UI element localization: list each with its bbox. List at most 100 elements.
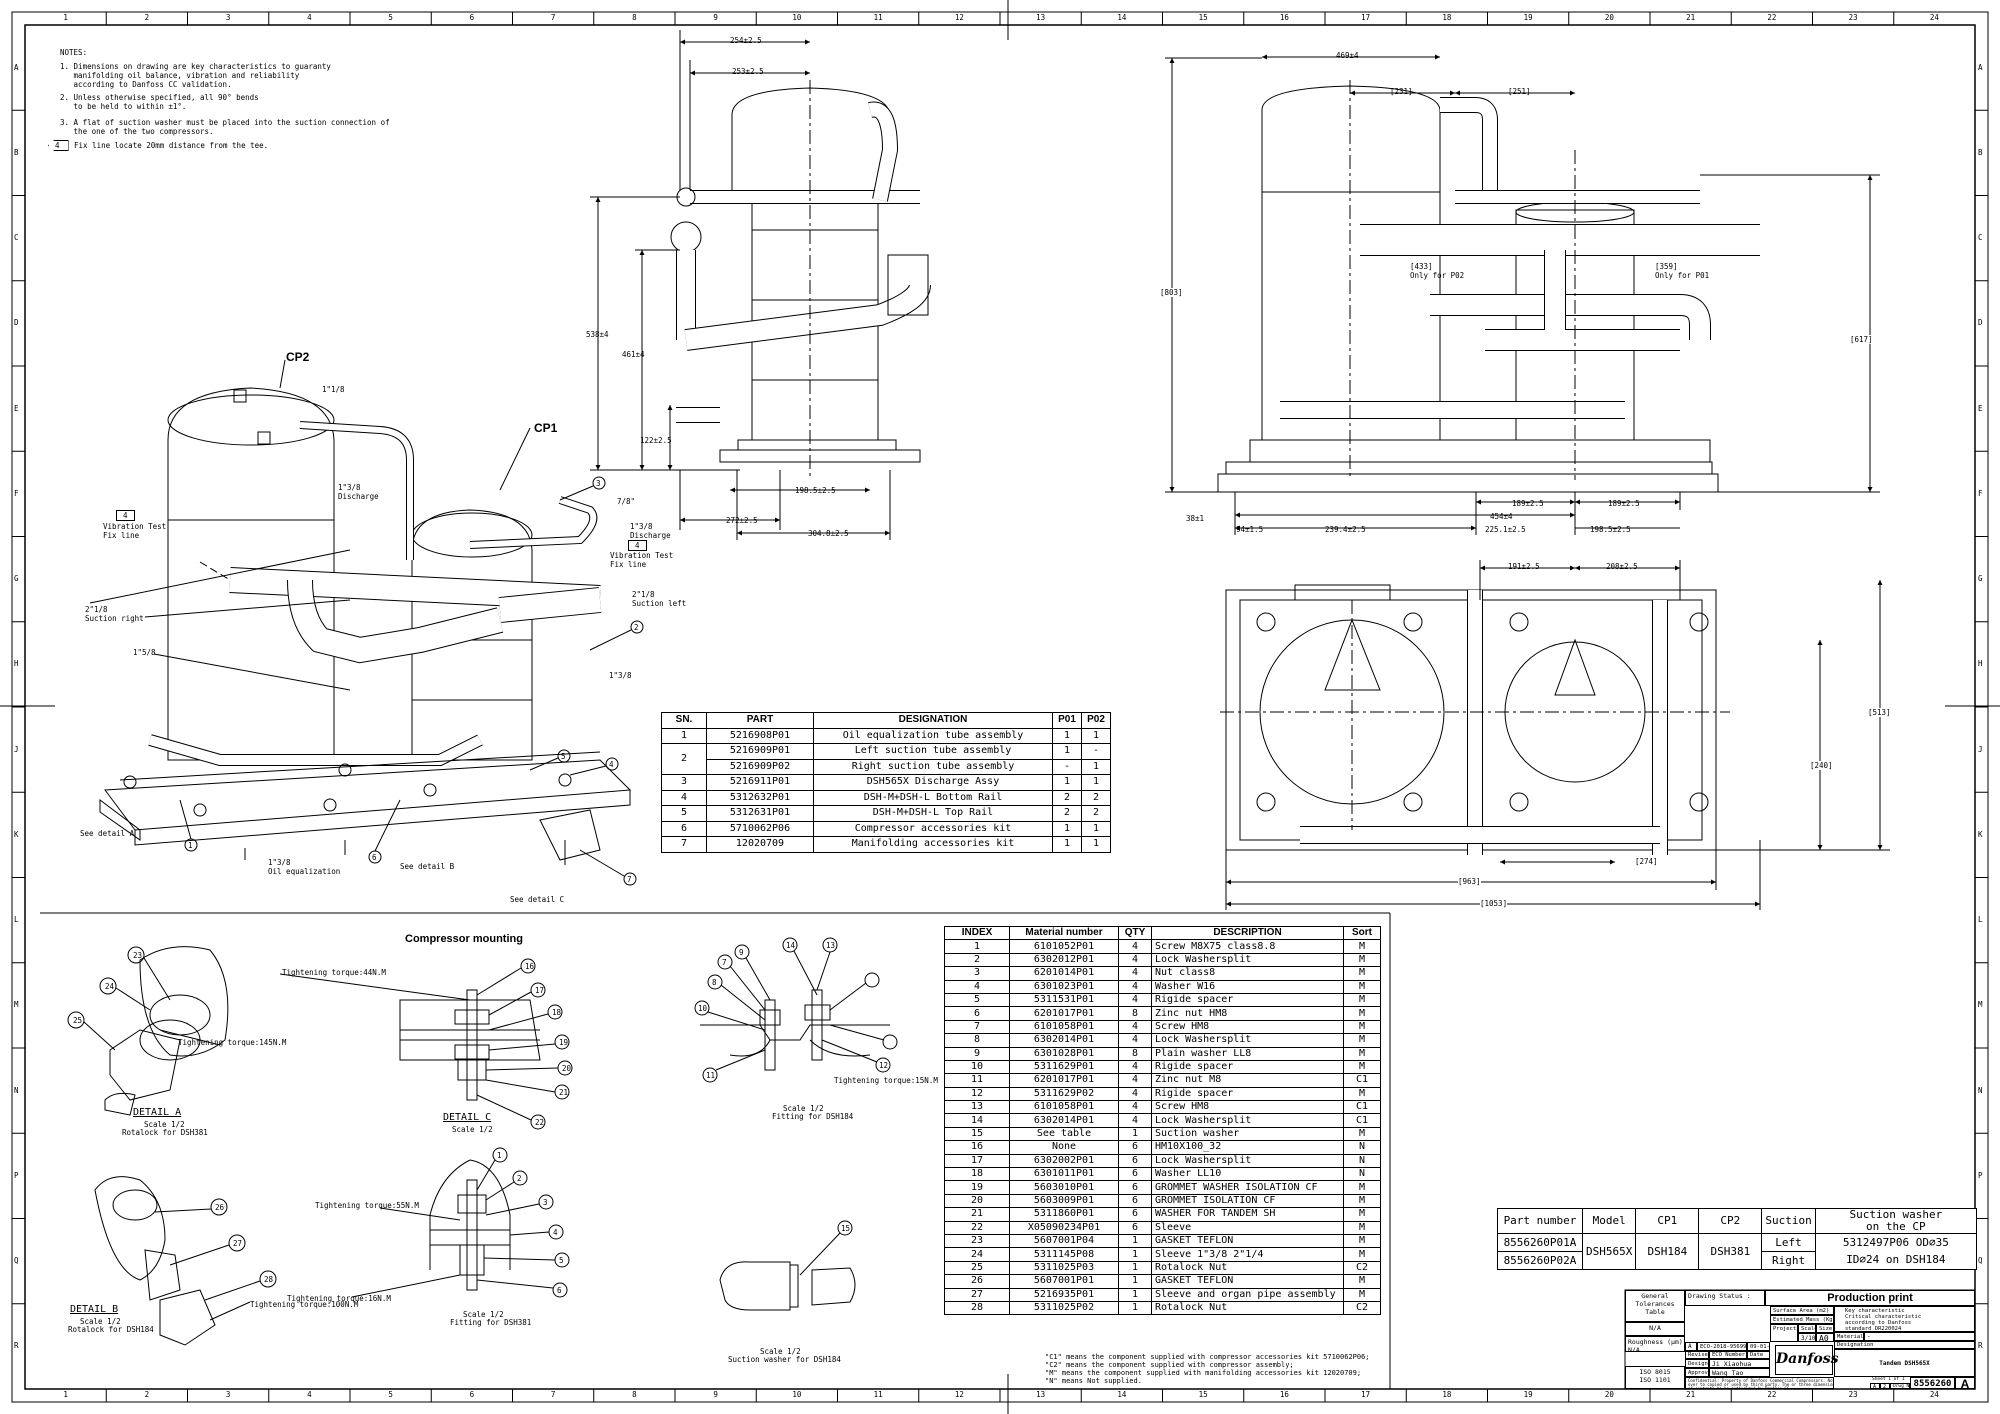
tb-size-label: Size: [1816, 1324, 1834, 1333]
compressor-mounting-title: Compressor mounting: [405, 933, 523, 945]
dim-272: 272±2.5: [726, 516, 758, 525]
plan-top-view: [1220, 560, 1890, 910]
suction-washer-scale: Scale 1/2: [760, 1347, 801, 1356]
grid-col-label-bottom: 17: [1361, 1390, 1371, 1399]
grid-col-label-top: 16: [1279, 13, 1289, 22]
grid-row-label-left: M: [14, 1000, 19, 1010]
grid-row-label-right: E: [1978, 403, 1983, 413]
detail-c-balloon-16: 16: [525, 962, 535, 971]
grid-col-label-top: 11: [873, 13, 883, 22]
iso-label-1-5-8: 1"5/8: [133, 648, 156, 657]
tb-estimated-mass: Estimated Mass (Kg): [1770, 1315, 1834, 1324]
grid-col-label-bottom: 21: [1686, 1390, 1696, 1399]
grid-row-label-right: P: [1978, 1170, 1983, 1180]
detail-a-balloon-25: 25: [73, 1016, 83, 1025]
detail-c-balloon-18: 18: [552, 1008, 562, 1017]
grid-col-label-top: 2: [144, 13, 150, 22]
grid-col-label-bottom: 12: [954, 1390, 964, 1399]
see-detail-c: See detail C: [510, 895, 565, 904]
grid-col-label-bottom: 3: [225, 1390, 231, 1399]
detail-a-scale: Scale 1/2: [144, 1120, 185, 1129]
side-rail: [1225, 461, 1713, 475]
parts-header-sn: SN.: [661, 712, 707, 729]
grid-col-label-top: 20: [1604, 13, 1614, 22]
grid-row-label-right: R: [1978, 1341, 1983, 1351]
cp1-label: CP1: [534, 421, 558, 435]
detail-c-balloon-22: 22: [535, 1118, 545, 1127]
side-cp2-body: [1261, 85, 1441, 441]
tb-confidential: Confidential: Property of Danfoss Commer…: [1685, 1377, 1834, 1389]
grid-row-label-left: G: [14, 574, 19, 584]
variant-header-cp2: CP2: [1698, 1208, 1763, 1234]
dim-208: 208±2.5: [1606, 562, 1638, 571]
tb-drawing-status-label: Drawing Status :: [1685, 1290, 1765, 1306]
dim-538: 538±4: [586, 330, 609, 339]
grid-row-label-left: P: [14, 1170, 19, 1180]
detail-b-scale: Scale 1/2: [80, 1317, 121, 1326]
material-footnotes: "C1" means the component supplied with c…: [1045, 1353, 1370, 1385]
tb-designed-by: Ji Xiaohua: [1709, 1359, 1770, 1368]
grid-col-label-top: 14: [1117, 13, 1127, 22]
grid-col-label-top: 13: [1036, 13, 1046, 22]
tb-scale-label: Scale: [1798, 1324, 1816, 1333]
grid-col-label-top: 7: [550, 13, 556, 22]
detail-c-balloon-21: 21: [559, 1088, 569, 1097]
dim-251: [251]: [1508, 87, 1531, 96]
iso-label-discharge-cp1: 1"3/8 Discharge: [630, 522, 671, 540]
note-1: 1. Dimensions on drawing are key charact…: [60, 62, 331, 89]
fitting-184-balloon-14: 14: [786, 941, 796, 950]
grid-col-label-bottom: 6: [469, 1390, 475, 1399]
cp1-compressor-body: [411, 509, 533, 761]
detail-a-note: Rotalock for DSH381: [122, 1128, 208, 1137]
grid-col-label-bottom: 22: [1767, 1390, 1777, 1399]
iso-label-discharge-cp2: 1"3/8 Discharge: [338, 483, 379, 501]
dim-254: 254±2.5: [730, 36, 762, 45]
dim-963: [963]: [1458, 877, 1481, 886]
grid-col-label-top: 18: [1442, 13, 1452, 22]
dim-191: 191±2.5: [1508, 562, 1540, 571]
tb-designed-label: Designed: [1685, 1359, 1709, 1368]
detail-a-torque: Tightening torque:145N.M: [178, 1038, 287, 1047]
detail-a-title: DETAIL A: [133, 1107, 182, 1118]
grid-row-label-right: K: [1978, 829, 1983, 839]
grid-col-label-bottom: 2: [144, 1390, 150, 1399]
tb-revised-label: Revised: [1685, 1351, 1709, 1359]
danfoss-logo: Danfoss: [1775, 1345, 1839, 1375]
tb-na-1: N/A: [1625, 1322, 1685, 1336]
fitting-dsh381-drawing: [351, 1147, 570, 1298]
cp2-top-cap: [167, 394, 335, 446]
dim-94: 94±1.5: [1236, 525, 1264, 534]
iso-balloon-1: 1: [188, 841, 193, 850]
grid-row-label-left: F: [14, 488, 19, 498]
iso-balloon-5: 5: [561, 752, 566, 761]
tb-iso: ISO 8015 ISO 1101: [1625, 1366, 1685, 1389]
fitting-dsh184-drawing: [694, 937, 898, 1083]
fitting-184-balloon-7: 7: [722, 958, 727, 967]
dim-189-b: 189±2.5: [1608, 499, 1640, 508]
tb-roughness: Roughness (µm) N/A: [1625, 1336, 1685, 1352]
grid-row-label-left: R: [14, 1341, 19, 1351]
grid-col-label-bottom: 5: [388, 1390, 393, 1399]
fitting-184-note: Fitting for DSH184: [772, 1112, 854, 1121]
grid-col-label-bottom: 20: [1604, 1390, 1614, 1399]
dim-1053: [1053]: [1480, 899, 1508, 908]
grid-col-label-top: 23: [1848, 13, 1858, 22]
iso-balloon-4: 4: [609, 760, 614, 769]
tb-sheet: Sheet 1 of 1: [1872, 1377, 1905, 1382]
tb-approved-label: Approved: [1685, 1368, 1709, 1377]
grid-col-label-bottom: 1: [63, 1390, 68, 1399]
iso-label-suction-left: 2"1/8 Suction left: [632, 590, 687, 608]
detail-b-title: DETAIL B: [70, 1304, 119, 1315]
table-row: 8556260P01A DSH565X DSH184 DSH381 Left 5…: [1497, 1233, 1978, 1270]
